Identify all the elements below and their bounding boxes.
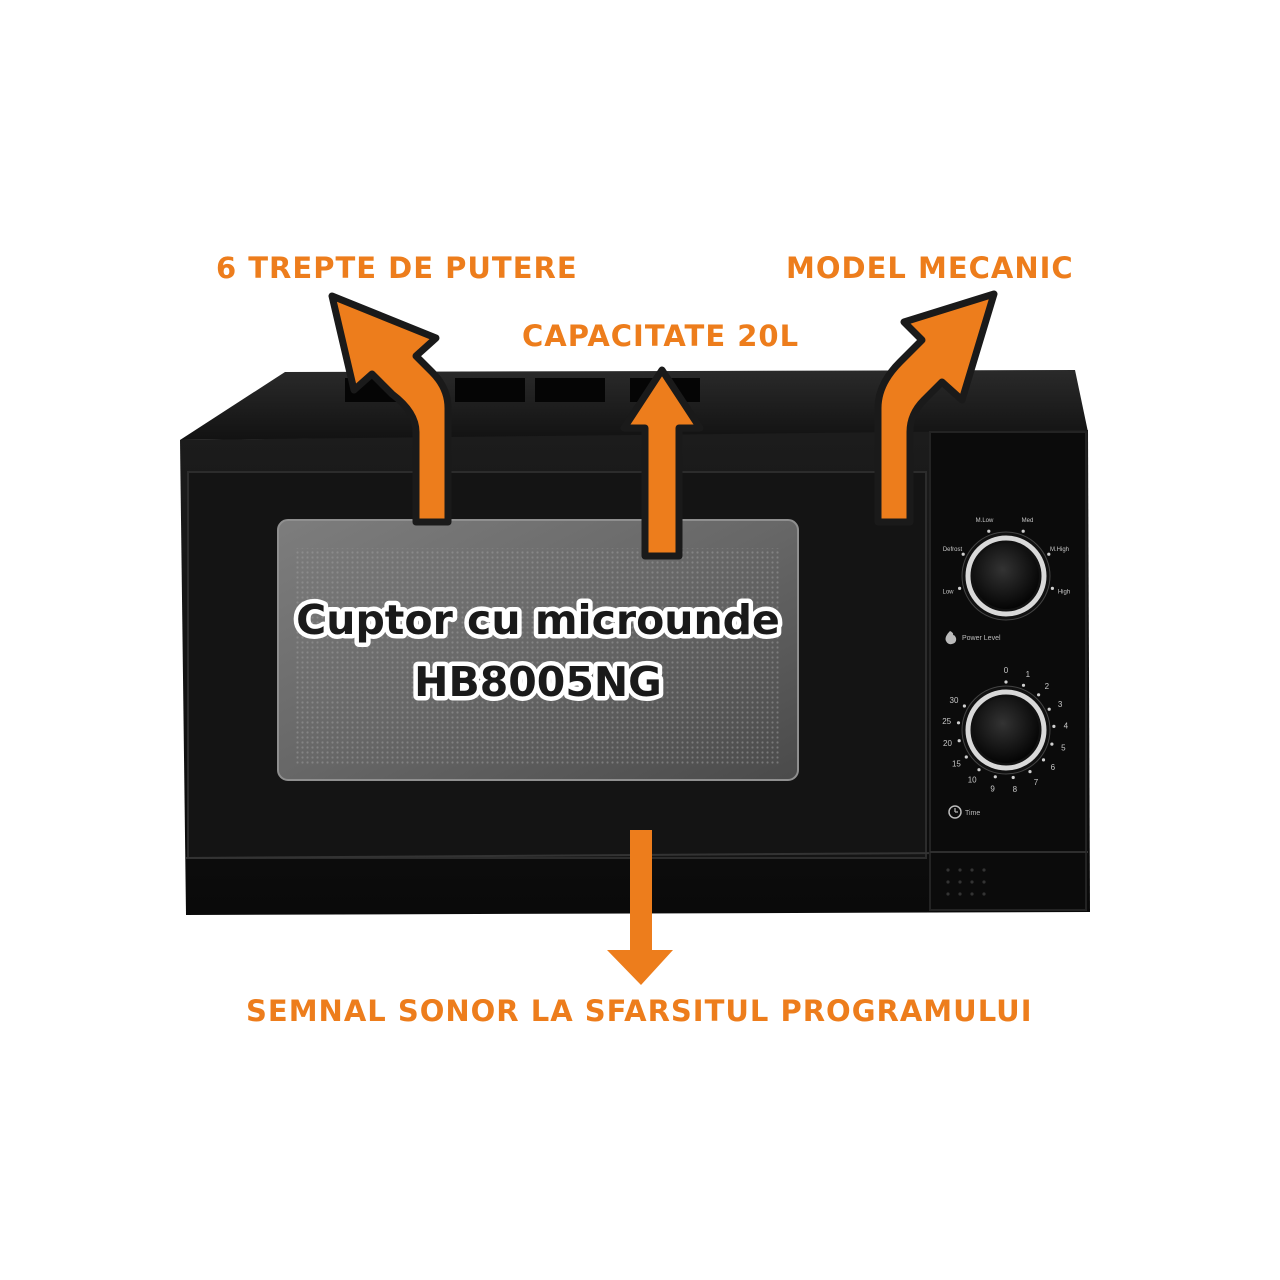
power-dial-tick <box>1047 552 1051 556</box>
timer-dial-label: 25 <box>942 717 951 726</box>
timer-dial-tick <box>957 739 961 743</box>
power-dial-label: M.Low <box>976 518 994 524</box>
product-name: Cuptor cu microunde HB8005NG <box>292 592 785 711</box>
timer-dial-tick <box>1047 707 1051 711</box>
timer-dial-label: 2 <box>1045 682 1050 691</box>
product-name-line1: Cuptor cu microunde <box>296 596 780 644</box>
power-dial-label: High <box>1058 590 1070 596</box>
power-level-caption-text: Power Level <box>962 635 1001 642</box>
power-dial-tick <box>987 529 991 533</box>
timer-caption: Time <box>948 805 980 819</box>
control-panel <box>929 431 1087 911</box>
timer-dial-label: 9 <box>990 784 995 793</box>
timer-dial-label: 3 <box>1058 700 1063 709</box>
speaker-grille <box>946 868 986 896</box>
timer-dial-tick <box>1004 680 1008 684</box>
timer-dial-label: 30 <box>950 696 959 705</box>
timer-dial-label: 7 <box>1034 778 1039 787</box>
timer-dial-tick <box>964 755 968 759</box>
callout-end-signal: SEMNAL SONOR LA SFARSITUL PROGRAMULUI <box>246 994 1033 1028</box>
timer-dial-tick <box>1041 758 1046 762</box>
timer-dial-label: 4 <box>1064 721 1069 730</box>
timer-dial-tick <box>1037 693 1041 697</box>
timer-dial-tick <box>1052 724 1056 729</box>
clock-icon <box>948 805 962 819</box>
timer-dial-label: 5 <box>1061 744 1066 753</box>
timer-dial-label: 1 <box>1026 670 1031 679</box>
arrow-model-type <box>874 290 998 526</box>
power-dial-ticks <box>958 529 1054 591</box>
power-dial-label: Low <box>942 590 954 596</box>
timer-dial-tick <box>962 704 967 708</box>
timer-knob[interactable] <box>961 685 1051 775</box>
power-dial-label: Med <box>1022 518 1034 524</box>
power-dial-tick <box>958 586 962 591</box>
arrow-end-signal <box>607 830 673 985</box>
power-level-caption: Power Level <box>945 631 1001 645</box>
power-dial-label: Defrost <box>943 547 963 553</box>
timer-dial-label: 15 <box>952 760 961 769</box>
timer-dial-tick <box>956 721 961 725</box>
top-vent-2 <box>455 378 525 402</box>
power-level-knob[interactable] <box>961 531 1051 621</box>
callout-capacity: CAPACITATE 20L <box>522 319 800 353</box>
power-dial-tick <box>1050 586 1054 591</box>
timer-dial-label: 0 <box>1004 666 1009 675</box>
product-name-line2: HB8005NG <box>414 658 662 706</box>
timer-dial-tick <box>1021 683 1026 687</box>
timer-dial-tick <box>977 768 981 772</box>
timer-dial-tick <box>1011 775 1015 780</box>
power-dial-label: M.High <box>1050 547 1069 553</box>
callout-model-type: MODEL MECANIC <box>786 251 1074 285</box>
timer-dial-label: 8 <box>1013 785 1018 794</box>
power-dial-tick <box>961 552 965 556</box>
flame-icon <box>945 631 957 645</box>
callout-power-levels: 6 TREPTE DE PUTERE <box>216 251 578 285</box>
timer-dial-tick <box>1050 742 1054 746</box>
timer-dial-label: 10 <box>968 775 977 784</box>
timer-dial-label: 6 <box>1051 763 1056 772</box>
timer-dial-tick <box>1028 770 1032 774</box>
door-window-mesh <box>296 548 780 764</box>
timer-dial-tick <box>993 775 997 779</box>
power-dial-tick <box>1021 529 1025 533</box>
arrow-power-levels <box>328 292 452 526</box>
timer-dial-ticks <box>956 680 1056 780</box>
timer-caption-text: Time <box>965 810 980 817</box>
top-vent-3 <box>535 378 605 402</box>
timer-dial-label: 20 <box>943 739 952 748</box>
arrow-capacity <box>620 366 704 560</box>
